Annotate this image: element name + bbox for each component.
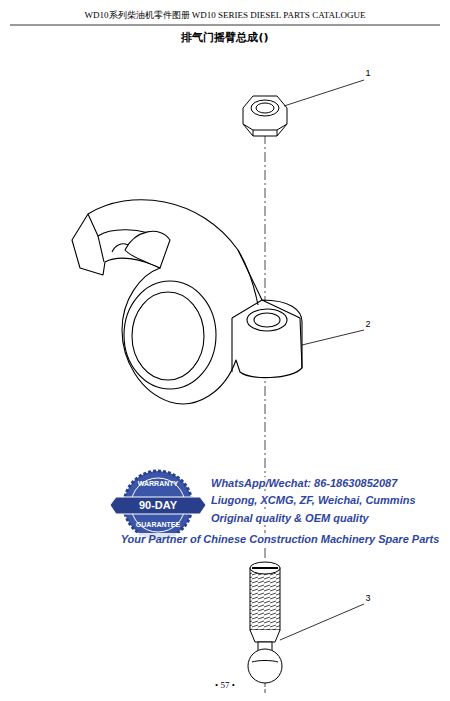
watermark-text: Liugong, XCMG, ZF, Weichai, Cummins — [210, 494, 417, 506]
callout-number: 1 — [365, 69, 370, 79]
page-title: 排气门摇臂总成() — [181, 32, 268, 44]
page-number: • 57 • — [215, 681, 235, 691]
badge-text: 90-DAY — [139, 499, 177, 511]
badge-text: GUARANTEE — [136, 521, 180, 529]
running-header: WD10系列柴油机零件图册 WD10 SERIES DIESEL PARTS C… — [85, 11, 366, 21]
badge-text: WARRANTY — [138, 480, 178, 488]
callout-number: 2 — [365, 320, 370, 330]
watermark-text: Your Partner of Chinese Construction Mac… — [120, 533, 441, 545]
watermark-text: Original quality & OEM quality — [210, 512, 370, 524]
callout-number: 3 — [365, 594, 370, 604]
watermark-text: WhatsApp/Wechat: 86-18630852087 — [210, 477, 398, 489]
